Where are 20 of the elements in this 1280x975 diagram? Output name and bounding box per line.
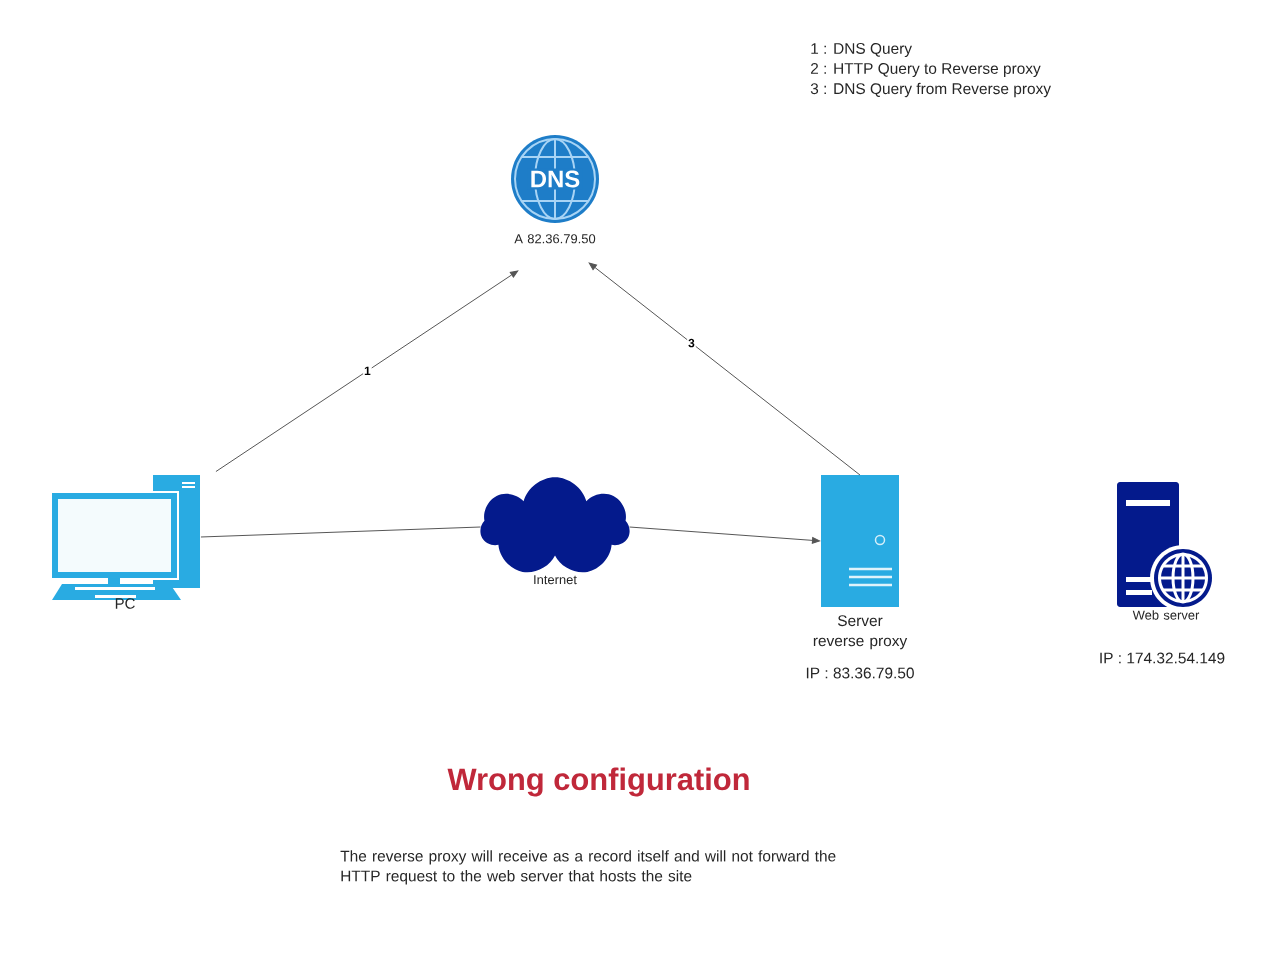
arrow [628, 526, 821, 544]
computer-icon [50, 475, 200, 600]
node-label: PC [115, 598, 135, 609]
ip-address: IP : 83.36.79.50 [806, 667, 914, 679]
arrow [588, 262, 861, 476]
ip-address: IP : 174.32.54.149 [1100, 652, 1225, 664]
node-label: Internet [534, 575, 577, 585]
legend-text: 2 : HTTP Query to Reverse proxy [811, 63, 1041, 77]
node-label: A 82.36.79.50 [514, 234, 596, 244]
node-label: Server reverse proxy [813, 615, 908, 650]
caption: The reverse proxy will receive as a record itself and will not forward the HTTP request to the web server that hosts the site [340, 850, 836, 885]
title: Wrong configuration [447, 767, 749, 797]
node-label: Web server [1132, 610, 1200, 620]
legend-text: 3 : DNS Query from Reverse proxy [810, 82, 1051, 98]
edge-label: 3 [687, 337, 696, 349]
arrow [215, 270, 519, 473]
cloud-icon [480, 477, 630, 573]
server-icon [821, 475, 899, 607]
legend-text: 1 : DNS Query [811, 43, 912, 57]
edge-label: 1 [363, 365, 372, 376]
